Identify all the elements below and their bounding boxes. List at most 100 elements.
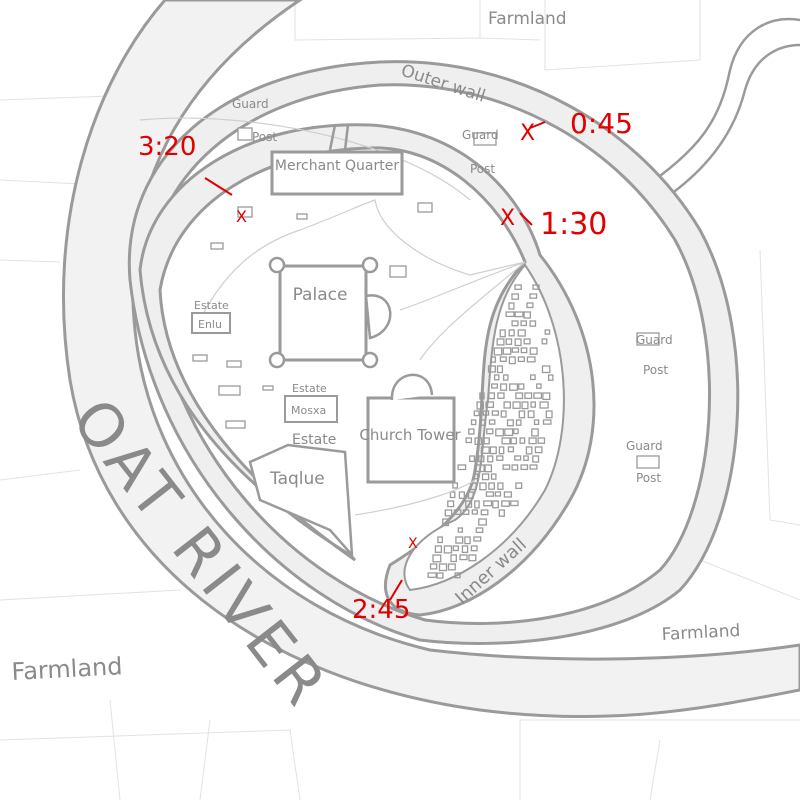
house <box>545 410 553 419</box>
house <box>511 293 520 300</box>
house <box>479 392 485 400</box>
house <box>454 572 461 579</box>
house <box>494 491 502 497</box>
house <box>533 392 543 399</box>
house <box>442 518 450 527</box>
estate-enlu-building <box>191 312 231 334</box>
house <box>520 347 528 354</box>
house <box>436 572 444 579</box>
house <box>547 374 554 381</box>
house <box>532 284 540 290</box>
time-label-245: 2:45 <box>352 595 410 625</box>
house <box>482 410 490 416</box>
house <box>514 311 524 318</box>
house <box>455 536 464 544</box>
estate-taqlue-prefix: Estate <box>292 432 336 448</box>
house <box>484 464 493 473</box>
house <box>434 545 443 553</box>
farmland-label: Farmland <box>488 9 567 29</box>
house <box>544 329 551 335</box>
house <box>497 392 505 399</box>
house <box>470 545 478 552</box>
house <box>437 536 443 544</box>
house <box>533 419 540 426</box>
estate-mosxa-building <box>284 395 338 423</box>
house <box>452 482 459 489</box>
svg-text:Guard: Guard <box>232 97 269 111</box>
farmland-label: Farmland <box>11 652 123 686</box>
church-apse <box>390 373 434 401</box>
house <box>487 365 496 373</box>
house <box>500 410 507 418</box>
svg-text:Post: Post <box>470 162 495 176</box>
house <box>499 329 506 338</box>
house <box>475 527 484 534</box>
house <box>480 509 489 516</box>
house <box>514 455 522 461</box>
house <box>459 554 468 561</box>
house <box>457 464 467 471</box>
house <box>515 419 522 426</box>
house <box>493 347 503 356</box>
house <box>508 329 515 337</box>
svg-text:Post: Post <box>643 363 668 377</box>
streets <box>139 117 526 516</box>
house <box>465 437 473 444</box>
house <box>520 320 528 327</box>
house <box>473 410 480 417</box>
house <box>465 500 473 508</box>
time-label-320: 3:20 <box>138 132 196 162</box>
house <box>481 473 490 481</box>
house <box>542 419 552 425</box>
house <box>515 482 523 490</box>
estate-enlu-prefix: Estate <box>194 299 229 312</box>
estate-enlu-name: Enlu <box>198 318 222 331</box>
farmland-label: Farmland <box>661 621 741 645</box>
house <box>491 383 499 389</box>
time-label-130: 1:30 <box>540 207 607 242</box>
house <box>479 419 487 426</box>
house <box>510 500 519 507</box>
house <box>499 356 507 362</box>
house <box>523 311 531 319</box>
house <box>505 338 513 345</box>
house <box>438 563 448 572</box>
house <box>496 338 505 346</box>
house <box>501 437 511 445</box>
house <box>541 338 548 345</box>
house <box>541 365 551 374</box>
house <box>473 536 482 542</box>
marker-x: X <box>520 121 535 146</box>
house <box>472 473 479 480</box>
house <box>498 509 505 517</box>
house <box>427 572 437 578</box>
house <box>496 365 504 374</box>
house <box>488 392 496 400</box>
gate <box>328 124 350 151</box>
house <box>530 401 536 408</box>
house <box>495 428 504 437</box>
house <box>489 446 497 455</box>
house <box>525 446 533 455</box>
house <box>485 401 495 408</box>
house <box>497 482 504 490</box>
house <box>468 554 477 562</box>
house <box>515 392 524 400</box>
palace-building <box>278 264 368 362</box>
palace-label: Palace <box>293 285 348 305</box>
house <box>526 302 534 309</box>
house <box>524 392 533 400</box>
house <box>542 392 551 401</box>
outer-wall <box>127 60 740 645</box>
house <box>452 545 459 552</box>
house <box>480 446 490 454</box>
house <box>506 419 514 427</box>
house <box>523 338 531 345</box>
house <box>470 419 477 426</box>
house <box>491 410 500 416</box>
house <box>534 446 543 454</box>
house <box>502 464 511 470</box>
